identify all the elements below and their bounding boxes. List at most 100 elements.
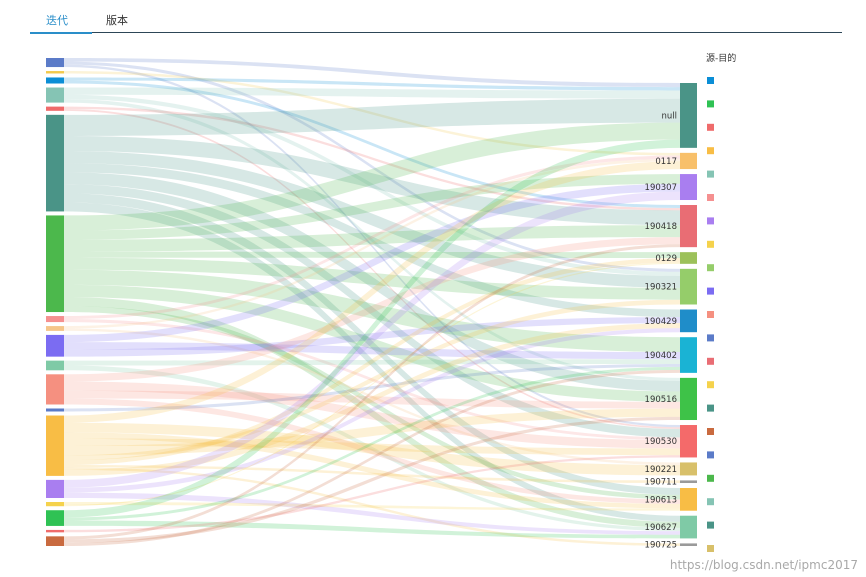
legend-swatch[interactable] (707, 170, 714, 178)
source-node[interactable] (46, 58, 64, 68)
target-node[interactable] (680, 309, 697, 333)
legend-swatch[interactable] (707, 147, 714, 155)
sankey-link (64, 183, 680, 343)
legend-swatch[interactable] (707, 521, 714, 529)
target-node[interactable] (680, 337, 697, 373)
source-node[interactable] (46, 106, 64, 111)
target-node[interactable] (680, 152, 697, 170)
sankey-link (64, 262, 680, 507)
source-node[interactable] (46, 502, 64, 507)
sankey-link (64, 94, 680, 276)
source-node[interactable] (46, 408, 64, 412)
target-node[interactable] (680, 205, 697, 248)
legend-swatch[interactable] (707, 240, 714, 248)
target-node[interactable] (680, 425, 697, 458)
source-node[interactable] (46, 71, 64, 74)
source-node[interactable] (46, 316, 64, 323)
target-node[interactable] (680, 462, 697, 476)
sankey-link (64, 390, 680, 409)
sankey-link (64, 158, 680, 329)
sankey-link (64, 172, 680, 392)
source-node[interactable] (46, 529, 64, 533)
source-node[interactable] (46, 326, 64, 331)
sankey-link (64, 184, 680, 438)
sankey-link (64, 80, 680, 208)
sankey-link (64, 87, 680, 99)
legend-swatch[interactable] (707, 77, 714, 84)
sankey-link (64, 284, 680, 402)
sankey-links (64, 58, 680, 546)
source-node[interactable] (46, 360, 64, 371)
legend-swatch[interactable] (707, 123, 714, 131)
legend-swatch[interactable] (707, 334, 714, 342)
legend-swatch[interactable] (707, 357, 714, 365)
legend-swatch[interactable] (707, 264, 714, 272)
target-node[interactable] (680, 480, 697, 484)
legend-swatch[interactable] (707, 100, 714, 108)
tab-iteration[interactable]: 迭代 (46, 14, 68, 27)
sankey-link (64, 369, 680, 546)
target-node[interactable] (680, 377, 697, 421)
sankey-link (64, 323, 680, 476)
sankey-link (64, 139, 680, 518)
tab-version[interactable]: 版本 (106, 14, 128, 27)
legend-swatch[interactable] (707, 404, 714, 412)
sankey-link (64, 58, 680, 88)
source-node[interactable] (46, 114, 64, 212)
target-node-label: 190221 (645, 465, 677, 475)
sankey-link (64, 467, 680, 546)
legend-swatch[interactable] (707, 194, 714, 201)
sankey-link (64, 151, 680, 288)
source-node[interactable] (46, 510, 64, 526)
sankey-link (64, 342, 680, 360)
legend-swatch[interactable] (707, 428, 714, 435)
sankey-link (64, 174, 680, 240)
sankey-link (64, 202, 680, 522)
source-node[interactable] (46, 77, 64, 84)
legend-swatch[interactable] (707, 217, 714, 225)
sankey-link (64, 359, 680, 366)
target-node[interactable] (680, 515, 697, 539)
sankey-link (64, 193, 680, 495)
sankey-link (64, 422, 680, 476)
target-node-label: 190530 (645, 437, 677, 447)
target-node-label: 190627 (645, 523, 677, 533)
legend-swatch[interactable] (707, 381, 714, 389)
source-node[interactable] (46, 479, 64, 498)
source-node[interactable] (46, 374, 64, 405)
sankey-link (64, 61, 680, 272)
sankey-link (64, 363, 680, 412)
source-node[interactable] (46, 334, 64, 357)
target-node[interactable] (680, 83, 697, 148)
source-node[interactable] (46, 415, 64, 476)
legend-swatch[interactable] (707, 287, 714, 295)
target-node-label: 190429 (645, 317, 677, 327)
target-node[interactable] (680, 268, 697, 305)
target-nodes: null011719030719041801291903211904291904… (645, 83, 697, 551)
watermark: https://blog.csdn.net/ipmc2017 (669, 558, 858, 572)
legend-swatch[interactable] (707, 311, 714, 318)
sankey-link (64, 328, 680, 466)
sankey-link (64, 317, 680, 357)
sankey-link (64, 381, 680, 449)
sankey-link (64, 122, 680, 231)
target-node[interactable] (680, 174, 697, 201)
sankey-link (64, 365, 680, 532)
legend-swatch[interactable] (707, 451, 714, 459)
legend-swatch[interactable] (707, 498, 714, 506)
sankey-link (64, 106, 680, 211)
source-node[interactable] (46, 87, 64, 103)
source-node[interactable] (46, 215, 64, 313)
target-node-label: 190307 (645, 183, 677, 193)
target-node[interactable] (680, 543, 697, 546)
source-node[interactable] (46, 536, 64, 546)
sankey-link (64, 71, 680, 156)
target-node-label: 190321 (645, 283, 677, 293)
legend-swatch[interactable] (707, 545, 714, 552)
sankey-link (64, 244, 680, 540)
legend-swatch[interactable] (707, 474, 714, 482)
target-node[interactable] (680, 252, 697, 264)
target-node[interactable] (680, 488, 697, 511)
sankey-link (64, 77, 680, 91)
